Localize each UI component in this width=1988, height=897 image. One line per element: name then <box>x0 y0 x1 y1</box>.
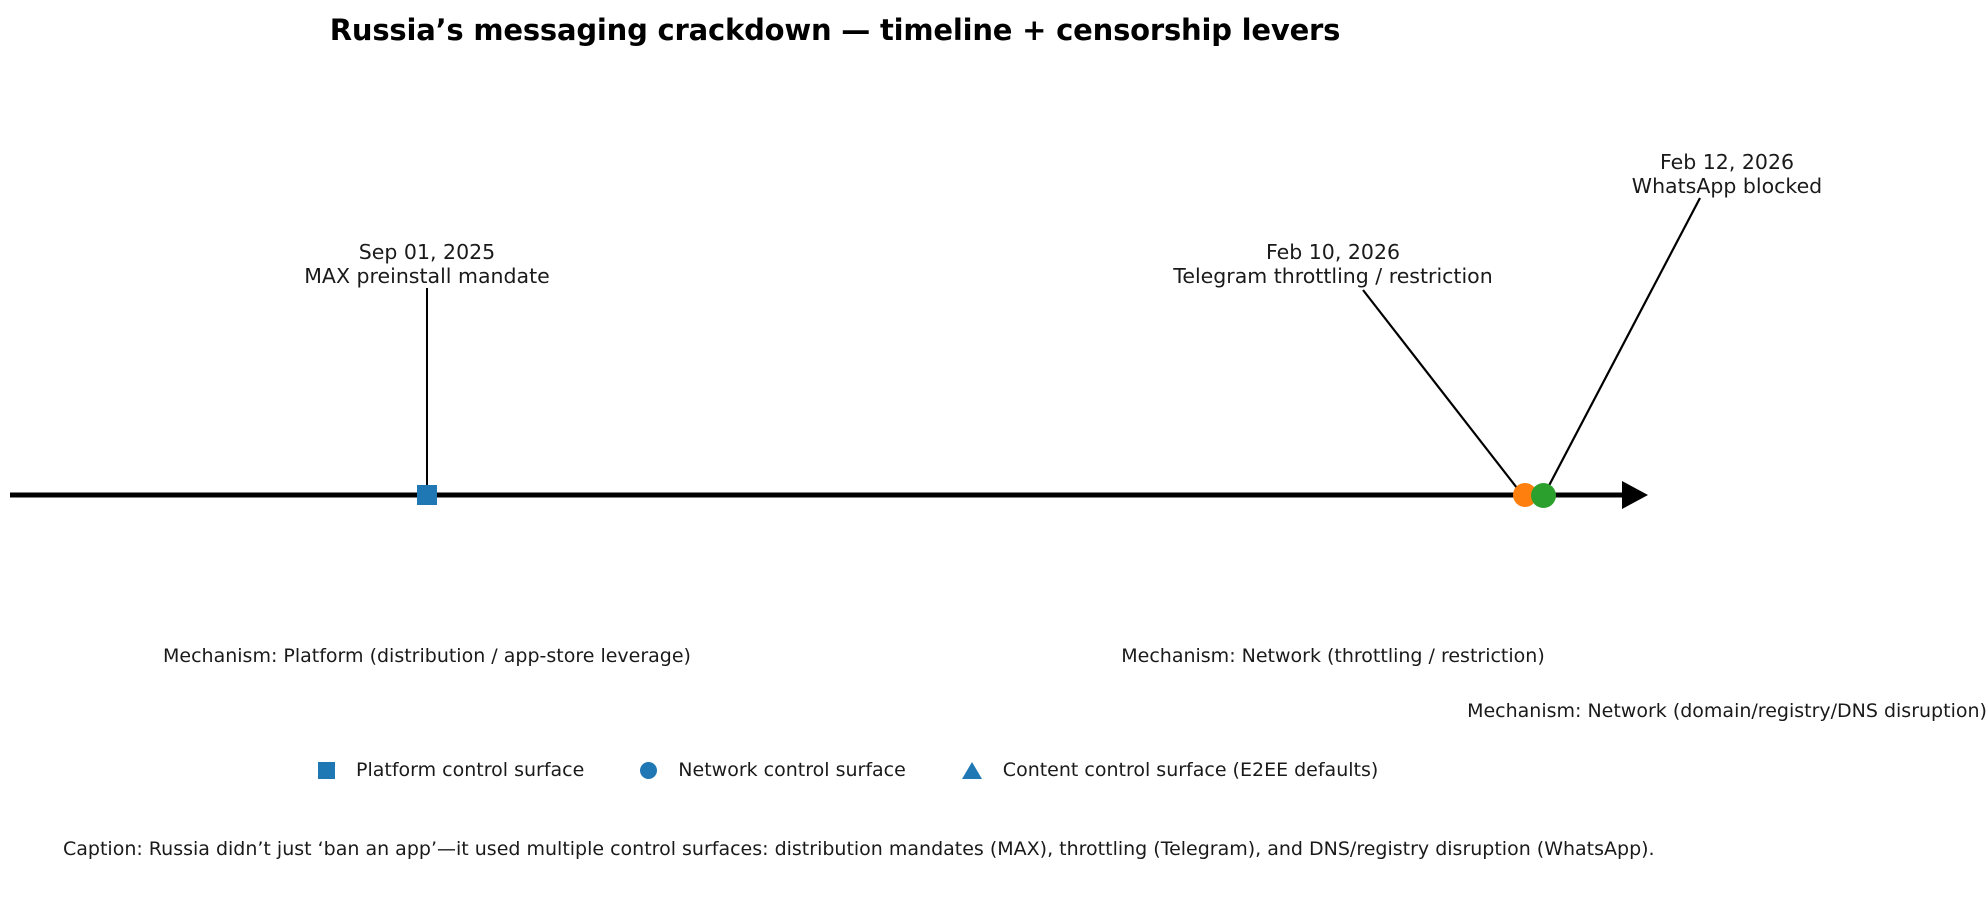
legend-label-content: Content control surface (E2EE defaults) <box>1002 759 1379 781</box>
mechanism-label-whatsapp: Mechanism: Network (domain/registry/DNS … <box>1467 700 1987 722</box>
legend-label-platform: Platform control surface <box>356 759 585 781</box>
legend-item-platform[interactable]: Platform control surface <box>318 759 584 781</box>
leader-line-whatsapp <box>1542 197 1701 498</box>
annotation-telegram: Feb 10, 2026 Telegram throttling / restr… <box>1173 240 1492 288</box>
mechanism-label-telegram: Mechanism: Network (throttling / restric… <box>1121 645 1545 667</box>
legend-item-network[interactable]: Network control surface <box>640 759 906 781</box>
legend-item-content[interactable]: Content control surface (E2EE defaults) <box>961 759 1379 781</box>
annotation-max: Sep 01, 2025 MAX preinstall mandate <box>304 240 550 288</box>
timeline-arrowhead <box>1622 481 1648 509</box>
annotation-whatsapp: Feb 12, 2026 WhatsApp blocked <box>1632 150 1822 198</box>
annotation-whatsapp-date: Feb 12, 2026 <box>1659 150 1795 174</box>
annotation-telegram-label: Telegram throttling / restriction <box>1173 264 1493 288</box>
chart-title: Russia’s messaging crackdown — timeline … <box>329 13 1341 47</box>
chart-legend: Platform control surface Network control… <box>318 755 1378 785</box>
marker-max-square[interactable] <box>417 485 437 505</box>
annotation-whatsapp-label: WhatsApp blocked <box>1631 174 1823 198</box>
leader-line-telegram <box>1362 289 1525 498</box>
annotation-telegram-date: Feb 10, 2026 <box>1265 240 1401 264</box>
circle-marker-icon <box>640 761 658 779</box>
marker-whatsapp-circle[interactable] <box>1530 482 1556 508</box>
triangle-marker-icon <box>961 761 982 779</box>
mechanism-label-max: Mechanism: Platform (distribution / app-… <box>163 645 691 667</box>
annotation-max-date: Sep 01, 2025 <box>358 240 496 264</box>
square-marker-icon <box>318 761 335 779</box>
legend-label-network: Network control surface <box>678 759 906 781</box>
annotation-max-label: MAX preinstall mandate <box>304 264 550 288</box>
figure-caption: Caption: Russia didn’t just ‘ban an app’… <box>63 838 1655 860</box>
